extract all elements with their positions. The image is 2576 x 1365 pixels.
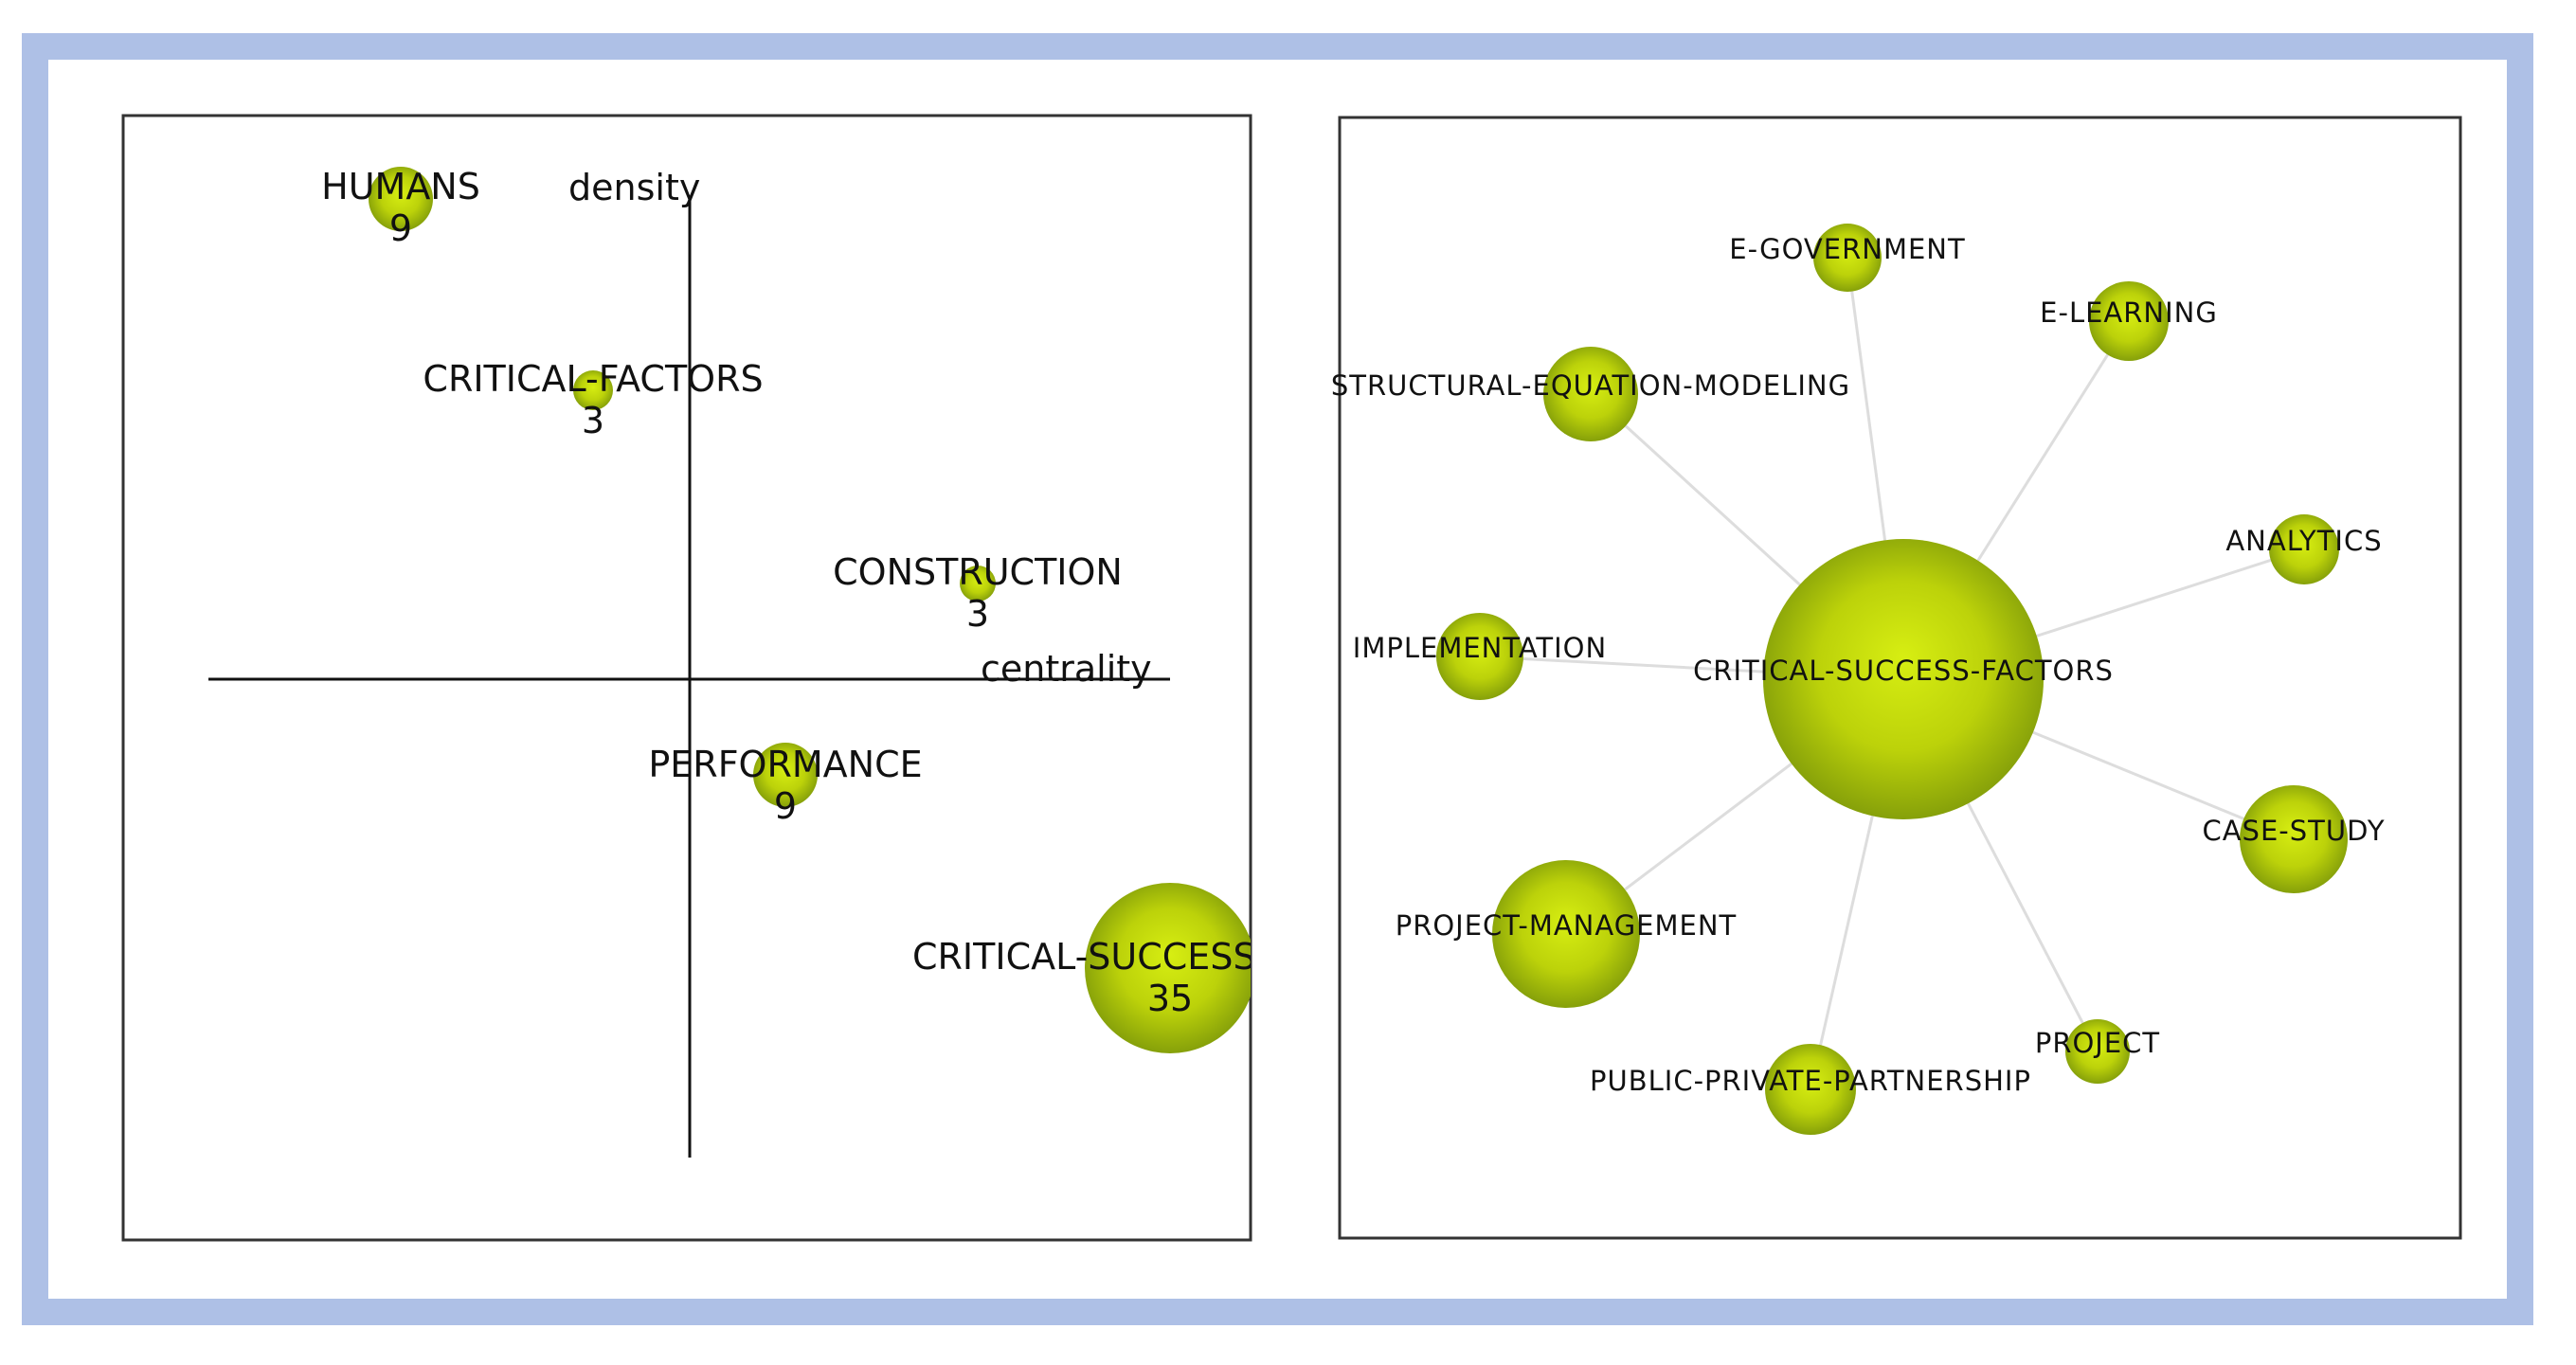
theme-label: CRITICAL-FACTORS [423, 358, 763, 400]
node-label: E-GOVERNMENT [1729, 233, 1965, 265]
node-bubble [1765, 1044, 1856, 1135]
theme-bubble [573, 370, 613, 410]
theme-count: 9 [774, 785, 797, 827]
network-node-analytics: ANALYTICS [2225, 514, 2382, 584]
strategic-diagram-panel: density centrality HUMANS 9 CRITICAL-FAC… [121, 114, 1256, 1242]
node-label: CRITICAL-SUCCESS-FACTORS [1693, 655, 2114, 687]
node-bubble [1543, 347, 1638, 441]
node-bubble [2065, 1019, 2130, 1084]
network-node-center: CRITICAL-SUCCESS-FACTORS [1693, 539, 2114, 819]
theme-label: CRITICAL-SUCCESS [912, 936, 1256, 978]
theme-bubble [960, 566, 996, 602]
node-bubble [2269, 514, 2339, 584]
theme-label: PERFORMANCE [648, 744, 922, 785]
theme-node-critical-factors: CRITICAL-FACTORS 3 [423, 358, 763, 441]
node-bubble [1763, 539, 2044, 819]
network-node-project-management: PROJECT-MANAGEMENT [1396, 860, 1738, 1008]
network-node-project: PROJECT [2035, 1019, 2160, 1084]
node-bubble [1492, 860, 1640, 1008]
node-label: PROJECT [2035, 1027, 2160, 1059]
node-bubble [2089, 281, 2169, 361]
node-bubble [1436, 613, 1523, 700]
theme-count: 3 [966, 593, 989, 635]
thematic-network-panel: CRITICAL-SUCCESS-FACTORS E-GOVERNMENT E-… [1331, 116, 2462, 1240]
node-label: CASE-STUDY [2202, 815, 2385, 847]
theme-node-construction: CONSTRUCTION 3 [833, 551, 1123, 635]
centrality-axis-label: centrality [981, 648, 1152, 690]
theme-count: 3 [582, 400, 604, 441]
density-axis-label: density [568, 167, 700, 208]
theme-count: 35 [1147, 978, 1193, 1019]
network-node-case-study: CASE-STUDY [2202, 785, 2385, 893]
theme-label: CONSTRUCTION [833, 551, 1123, 593]
node-label: PUBLIC-PRIVATE-PARTNERSHIP [1590, 1065, 2031, 1097]
node-bubble [1813, 224, 1882, 292]
node-label: STRUCTURAL-EQUATION-MODELING [1331, 369, 1850, 402]
node-bubble [2240, 785, 2348, 893]
network-node-implementation: IMPLEMENTATION [1353, 613, 1607, 700]
theme-bubble [369, 167, 433, 231]
theme-bubble [1085, 883, 1251, 1053]
node-label: PROJECT-MANAGEMENT [1396, 909, 1738, 942]
theme-label: HUMANS [321, 166, 480, 207]
network-node-e-government: E-GOVERNMENT [1729, 224, 1965, 292]
network-node-e-learning: E-LEARNING [2040, 281, 2218, 361]
node-label: ANALYTICS [2225, 525, 2382, 557]
theme-bubble [753, 743, 818, 807]
network-node-structural-equation-modeling: STRUCTURAL-EQUATION-MODELING [1331, 347, 1850, 441]
node-label: E-LEARNING [2040, 296, 2218, 329]
theme-node-humans: HUMANS 9 [321, 166, 480, 249]
node-label: IMPLEMENTATION [1353, 632, 1607, 664]
theme-node-critical-success: CRITICAL-SUCCESS 35 [912, 883, 1256, 1053]
network-node-public-private-partnership: PUBLIC-PRIVATE-PARTNERSHIP [1590, 1044, 2031, 1135]
theme-node-performance: PERFORMANCE 9 [648, 743, 923, 827]
theme-count: 9 [389, 207, 412, 249]
